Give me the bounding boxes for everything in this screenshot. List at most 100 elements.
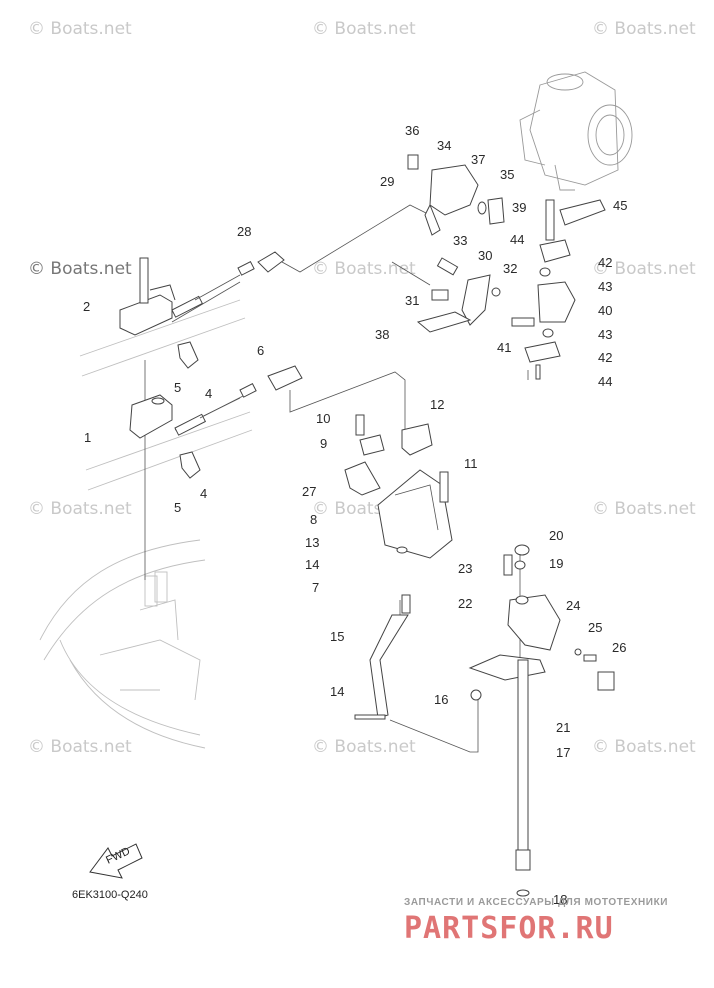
callout-8: 8 (310, 512, 317, 527)
part-12 (401, 423, 433, 456)
callout-7: 7 (312, 580, 319, 595)
part-16 (470, 689, 482, 701)
watermark: © Boats.net (592, 259, 696, 279)
promo-tagline: ЗАПЧАСТИ И АКСЕССУАРЫ ДЛЯ МОТОТЕХНИКИ (404, 897, 668, 908)
callout-31: 31 (405, 293, 419, 308)
watermark: © Boats.net (592, 499, 696, 519)
cable-lower (174, 382, 257, 436)
part-39 (545, 199, 555, 241)
part-34 (424, 164, 479, 236)
callout-23: 23 (458, 561, 472, 576)
callout-45: 45 (613, 198, 627, 213)
watermark: © Boats.net (592, 19, 696, 39)
part-6 (267, 365, 303, 391)
part-32 (491, 287, 501, 297)
watermark: © Boats.net (28, 737, 132, 757)
callout-43: 43 (598, 279, 612, 294)
fwd-arrow-icon: FWD (89, 843, 143, 879)
part-25 (583, 654, 597, 662)
part-20 (514, 544, 530, 556)
part-43b (542, 328, 554, 338)
part-22 (507, 594, 561, 651)
callout-43: 43 (598, 327, 612, 342)
callout-22: 22 (458, 596, 472, 611)
watermark: © Boats.net (28, 259, 132, 279)
part-2 (119, 257, 176, 336)
callout-5: 5 (174, 500, 181, 515)
callout-18: 18 (553, 892, 567, 907)
callout-2: 2 (83, 299, 90, 314)
callout-36: 36 (405, 123, 419, 138)
part-26 (597, 671, 615, 691)
callout-44: 44 (510, 232, 524, 247)
callout-41: 41 (497, 340, 511, 355)
callout-27: 27 (302, 484, 316, 499)
diagram-code: 6EK3100-Q240 (72, 889, 148, 901)
promo-banner: ЗАПЧАСТИ И АКСЕССУАРЫ ДЛЯ МОТОТЕХНИКИ PA… (404, 897, 668, 946)
part-44b (535, 364, 541, 380)
part-11 (439, 471, 449, 503)
part-15 (369, 614, 409, 719)
watermark: © Boats.net (312, 737, 416, 757)
callout-1: 1 (84, 430, 91, 445)
callout-42: 42 (598, 350, 612, 365)
callout-15: 15 (330, 629, 344, 644)
watermark: © Boats.net (312, 19, 416, 39)
hull-outline (39, 299, 253, 749)
part-30 (461, 274, 491, 326)
part-8 (377, 469, 453, 559)
part-42b (524, 341, 561, 363)
part-19 (514, 560, 526, 570)
callout-34: 34 (437, 138, 451, 153)
callout-21: 21 (556, 720, 570, 735)
part-1 (129, 394, 173, 439)
callout-6: 6 (257, 343, 264, 358)
part-21 (468, 654, 546, 681)
callout-37: 37 (471, 152, 485, 167)
watermark: © Boats.net (312, 259, 416, 279)
part-38 (416, 311, 472, 333)
callout-29: 29 (380, 174, 394, 189)
callout-19: 19 (549, 556, 563, 571)
callout-4: 4 (200, 486, 207, 501)
watermark: © Boats.net (28, 19, 132, 39)
callout-16: 16 (434, 692, 448, 707)
callout-labels: 1 2 4 4 5 5 6 7 8 9 10 11 12 13 14 14 15… (83, 123, 627, 907)
callout-32: 32 (503, 261, 517, 276)
part-42a (539, 239, 571, 263)
part-27 (344, 461, 381, 496)
callout-5: 5 (174, 380, 181, 395)
callout-26: 26 (612, 640, 626, 655)
watermark: © Boats.net (592, 737, 696, 757)
part-45 (559, 199, 606, 226)
part-10 (355, 414, 365, 436)
callout-30: 30 (478, 248, 492, 263)
callout-24: 24 (566, 598, 580, 613)
part-18 (516, 889, 530, 897)
callout-40: 40 (598, 303, 612, 318)
watermark: © Boats.net (28, 499, 132, 519)
part-9 (359, 434, 385, 456)
carburetor (519, 71, 633, 191)
promo-brand: PARTSFOR.RU (404, 911, 614, 946)
callout-42: 42 (598, 255, 612, 270)
callout-10: 10 (316, 411, 330, 426)
callout-4: 4 (205, 386, 212, 401)
part-37 (477, 201, 487, 215)
callout-14: 14 (330, 684, 344, 699)
part-4b (179, 451, 201, 479)
callout-33: 33 (453, 233, 467, 248)
callout-14: 14 (305, 557, 319, 572)
part-13 (396, 546, 408, 554)
callout-9: 9 (320, 436, 327, 451)
part-14 (354, 714, 386, 720)
callout-38: 38 (375, 327, 389, 342)
callout-13: 13 (305, 535, 319, 550)
part-7 (401, 594, 411, 614)
part-23 (503, 554, 513, 576)
part-17 (515, 659, 531, 871)
part-43a (539, 267, 551, 277)
callout-17: 17 (556, 745, 570, 760)
part-24 (574, 648, 582, 656)
callout-12: 12 (430, 397, 444, 412)
